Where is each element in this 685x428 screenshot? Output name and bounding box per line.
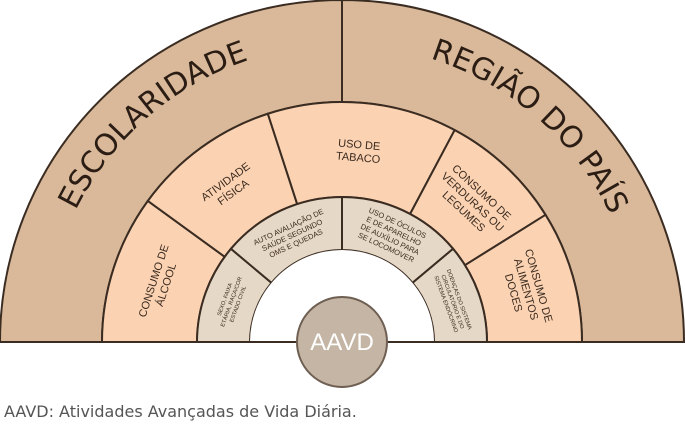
aavd-label: AAVD [310,329,374,356]
center-circle: AAVD [2,250,683,388]
inner-ring: SEXO, FAIXAETÁRIA, RAÇA/CORESTADO CIVILA… [195,195,489,343]
uso-de-tabaco-segment-label: USO DETABACO [335,137,382,166]
uso-de-tabaco-segment-label-line: TABACO [335,150,381,166]
aavd-circle [296,296,388,388]
figure-caption: AAVD: Atividades Avançadas de Vida Diári… [4,402,357,421]
uso-de-tabaco-segment-label-line: USO DE [338,137,381,153]
